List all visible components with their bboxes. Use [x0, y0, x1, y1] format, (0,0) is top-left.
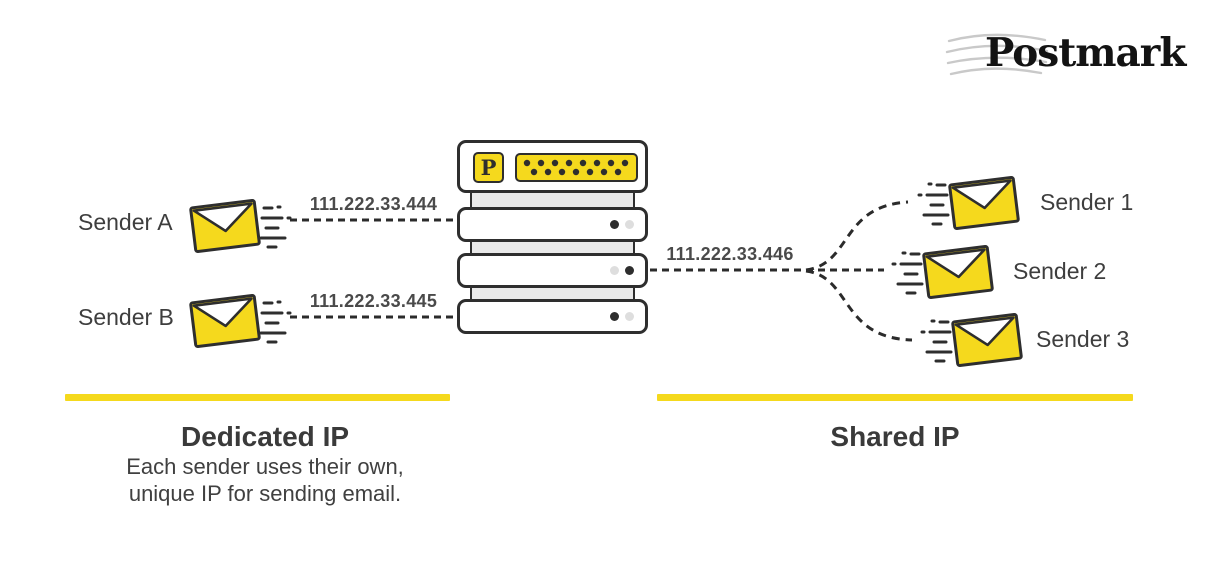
postmark-wave-lines-icon: [945, 33, 1049, 76]
indicator-dot: [610, 312, 619, 321]
indicator-dot: [625, 220, 634, 229]
envelope-icon: [189, 198, 292, 254]
envelope-icon: [917, 175, 1020, 231]
speed-lines-icon: [917, 182, 950, 226]
envelope-icon: [189, 293, 292, 349]
sender-b-label: Sender B: [78, 304, 174, 330]
shared-branch-down: [805, 269, 913, 342]
speed-lines-icon: [920, 319, 953, 363]
server-p-badge-letter: P: [480, 155, 497, 180]
server-p-badge: P: [473, 152, 504, 183]
server-icon: P: [457, 140, 648, 334]
server-rack-unit-3: [457, 299, 648, 334]
server-port-panel: [515, 153, 638, 182]
port-dots-icon: [523, 159, 629, 176]
dedicated-divider-bar: [65, 394, 450, 401]
server-rack-unit-1: [457, 207, 648, 242]
indicator-dot: [625, 312, 634, 321]
indicator-dot: [610, 266, 619, 275]
sender-a-label: Sender A: [78, 209, 173, 235]
server-rack-unit-2: [457, 253, 648, 288]
dedicated-description-line2: unique IP for sending email.: [128, 481, 402, 506]
server-top-unit: P: [457, 140, 648, 193]
shared-heading: Shared IP: [830, 421, 960, 452]
sender-1-label: Sender 1: [1040, 189, 1134, 215]
indicator-dot: [610, 220, 619, 229]
dedicated-description-line1: Each sender uses their own,: [126, 454, 404, 479]
speed-lines-icon: [891, 251, 924, 295]
indicator-dot: [625, 266, 634, 275]
shared-ip-label: 111.222.33.446: [666, 244, 794, 264]
dedicated-ip-b-label: 111.222.33.445: [309, 291, 438, 311]
sender-2-label: Sender 2: [1013, 258, 1107, 284]
speed-lines-icon: [259, 300, 292, 344]
dedicated-heading: Dedicated IP: [180, 421, 350, 452]
envelope-icon: [891, 244, 994, 300]
speed-lines-icon: [259, 205, 292, 249]
shared-divider-bar: [657, 394, 1133, 401]
sender-3-label: Sender 3: [1036, 326, 1130, 352]
envelope-icon: [920, 312, 1023, 368]
shared-branch-up: [805, 200, 909, 272]
dedicated-ip-a-label: 111.222.33.444: [309, 194, 438, 214]
postmark-logo: Postmark: [945, 28, 1186, 84]
postmark-logo-text: Postmark: [985, 30, 1186, 76]
